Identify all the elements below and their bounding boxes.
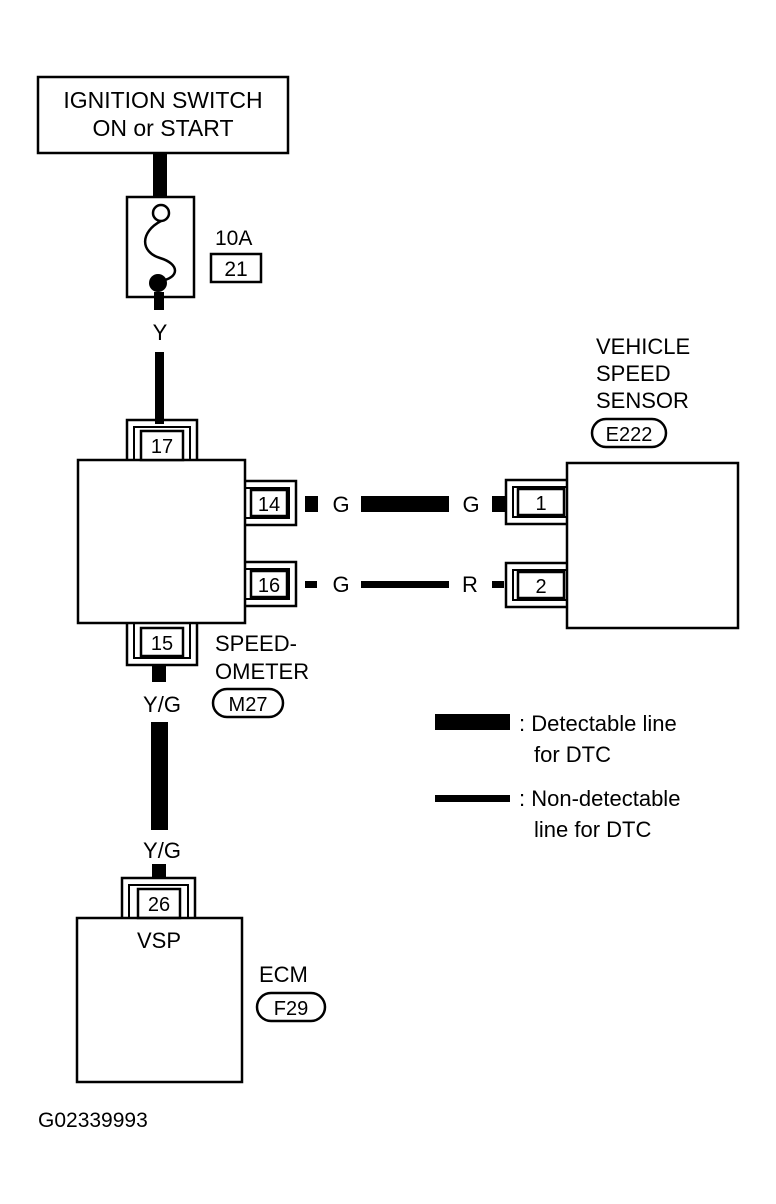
wire-color-yg-bottom: Y/G — [143, 838, 181, 863]
fuse: 10A 21 — [125, 195, 263, 299]
speedometer-label-line2: OMETER — [215, 659, 309, 684]
vss-label-line1: VEHICLE — [596, 334, 690, 359]
ecm-connector-badge — [255, 991, 327, 1023]
wire-2-stub-right — [492, 581, 504, 588]
legend-nondetectable-line1: : Non-detectable — [519, 786, 680, 811]
fuse-number-box — [209, 252, 263, 284]
wire-14-to-1-detectable — [361, 496, 449, 512]
speedometer-label-line1: SPEED- — [215, 631, 297, 656]
vss-label-line3: SENSOR — [596, 388, 689, 413]
wire-color-2: R — [462, 572, 478, 597]
vss-box — [565, 461, 740, 630]
wire-16-stub-left — [305, 581, 317, 588]
wire-1-stub-right — [492, 496, 505, 512]
speedometer-box — [76, 458, 247, 625]
fuse-number: 21 — [224, 258, 247, 281]
ecm: 26 VSP ECM F29 — [75, 876, 327, 1084]
vss-pin-2: 2 — [535, 576, 546, 598]
legend-detectable-line2: for DTC — [534, 742, 611, 767]
speedometer-pin-14-box — [249, 488, 289, 518]
vss-connector-badge — [590, 417, 668, 449]
fuse-top-terminal — [151, 203, 171, 223]
speedometer-pin-17-box — [139, 429, 185, 462]
wire-color-1: G — [462, 492, 479, 517]
vss-connector: E222 — [606, 424, 653, 446]
ecm-box — [75, 916, 244, 1084]
wire-speedometer-to-ecm — [151, 722, 168, 830]
fuse-rating: 10A — [215, 227, 252, 250]
legend-detectable-swatch — [435, 714, 510, 730]
vss-label-line2: SPEED — [596, 361, 671, 386]
wire-15-stub — [152, 665, 166, 682]
fuse-element-icon — [144, 219, 177, 283]
speedometer-pin-15-box — [139, 626, 185, 658]
ignition-switch: IGNITION SWITCH ON or START — [36, 75, 290, 155]
wire-color-y: Y — [153, 320, 168, 345]
speedometer-pin-14: 14 — [258, 494, 280, 516]
wire-fuse-stub — [154, 292, 164, 310]
wire-color-yg-top: Y/G — [143, 692, 181, 717]
speedometer-connector: M27 — [229, 694, 268, 716]
wire-fuse-to-speedometer — [155, 352, 164, 424]
wire-ignition-to-fuse — [153, 153, 167, 197]
wire-color-16: G — [332, 572, 349, 597]
speedometer-connector-badge — [211, 687, 285, 719]
speedometer-pin-16-box — [249, 569, 289, 599]
legend-nondetectable-line2: line for DTC — [534, 817, 651, 842]
legend-nondetectable-swatch — [435, 795, 510, 802]
fuse-bottom-terminal — [149, 274, 167, 292]
ecm-connector: F29 — [274, 998, 308, 1020]
vss-pin-1-box — [516, 487, 566, 517]
ecm-terminal-name: VSP — [137, 928, 181, 953]
legend: : Detectable line for DTC : Non-detectab… — [435, 711, 680, 842]
wire-16-to-2-non-detectable — [361, 581, 449, 588]
ignition-switch-label-line2: ON or START — [93, 115, 234, 141]
vss-pin-2-box — [516, 570, 566, 600]
speedometer-pin-17: 17 — [151, 436, 173, 458]
vehicle-speed-sensor: VEHICLE SPEED SENSOR E222 1 2 — [504, 334, 740, 630]
figure-id: G02339993 — [38, 1109, 148, 1132]
speedometer-pin-16: 16 — [258, 575, 280, 597]
wire-color-14: G — [332, 492, 349, 517]
vss-pin-1: 1 — [535, 493, 546, 515]
wire-26-stub — [152, 864, 166, 878]
wire-14-stub-left — [305, 496, 318, 512]
ignition-switch-label-line1: IGNITION SWITCH — [63, 87, 262, 113]
legend-detectable-line1: : Detectable line — [519, 711, 677, 736]
ecm-pin-26: 26 — [148, 894, 170, 916]
ecm-label: ECM — [259, 962, 308, 987]
speedometer-pin-15: 15 — [151, 633, 173, 655]
speedometer: 17 14 16 15 SPEED- OMETER M27 — [76, 418, 309, 719]
